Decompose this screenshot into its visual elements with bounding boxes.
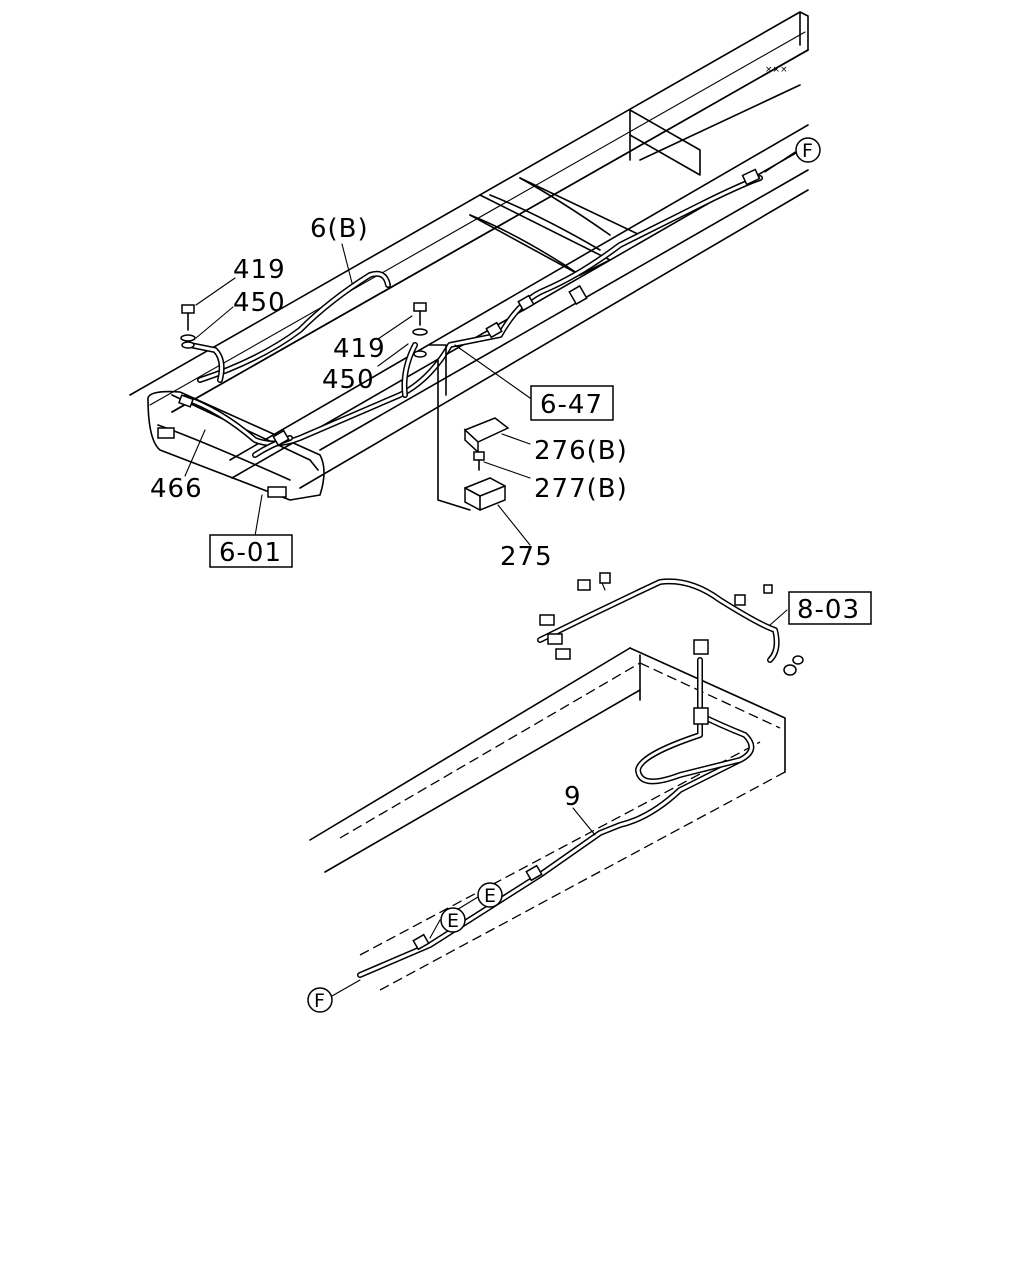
leaders-upper — [184, 151, 796, 546]
ref-box-8-03[interactable]: 8-03 — [788, 591, 872, 625]
label-450-right: 450 — [322, 365, 375, 395]
chassis-frame: ××× — [129, 11, 809, 489]
harness-lower — [357, 572, 804, 978]
svg-text:6-01: 6-01 — [219, 538, 282, 568]
part-labels: 6(B) 419 450 419 450 466 276(B) 277(B) 2… — [150, 214, 628, 812]
svg-text:F: F — [314, 990, 325, 1012]
rear-frame — [309, 647, 786, 991]
label-276b: 276(B) — [534, 436, 628, 466]
label-275: 275 — [500, 542, 553, 572]
label-6b: 6(B) — [310, 214, 369, 244]
label-466: 466 — [150, 474, 203, 504]
marker-f-bottom: F — [307, 987, 333, 1013]
label-9: 9 — [564, 782, 582, 812]
marker-e-right: E — [477, 882, 503, 908]
svg-text:×××: ××× — [765, 65, 788, 75]
marker-f-top: F — [795, 137, 821, 163]
bolt-419-left — [180, 304, 196, 349]
label-419-right: 419 — [333, 334, 386, 364]
label-277b: 277(B) — [534, 474, 628, 504]
svg-text:E: E — [447, 910, 459, 932]
svg-text:F: F — [802, 140, 813, 162]
ref-box-6-47[interactable]: 6-47 — [530, 385, 614, 421]
svg-text:6-47: 6-47 — [540, 390, 603, 420]
control-module — [429, 344, 510, 511]
svg-text:E: E — [484, 885, 496, 907]
harness-upper — [178, 168, 763, 458]
label-450-left: 450 — [233, 288, 286, 318]
svg-text:8-03: 8-03 — [797, 595, 860, 625]
label-419-left: 419 — [233, 255, 286, 285]
marker-e-left: E — [440, 907, 466, 933]
bolt-419-right — [412, 302, 428, 358]
ref-box-6-01[interactable]: 6-01 — [209, 534, 293, 568]
